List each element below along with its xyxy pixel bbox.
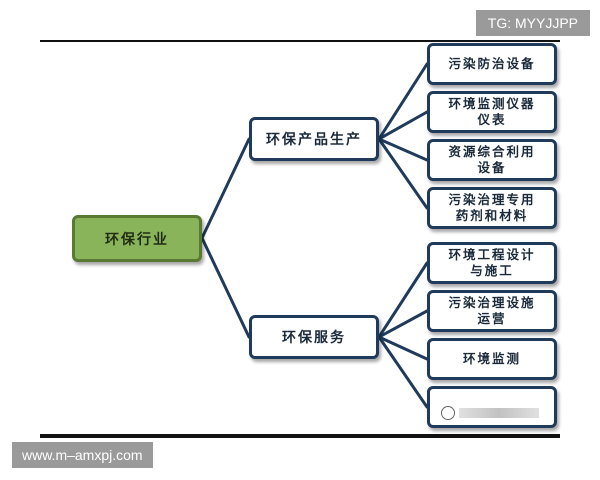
connector-branch-2-leaf-3 — [377, 335, 429, 361]
connector-branch-1-leaf-3 — [377, 137, 429, 162]
watermark-blur — [459, 408, 539, 418]
bottom-rule — [40, 434, 560, 438]
leaf-node-label: 环境工程设计 与施工 — [448, 247, 536, 278]
watermark-logo-icon — [441, 406, 455, 420]
connector-branch-2-leaf-4 — [377, 335, 429, 409]
connector-branch-2-leaf-1 — [377, 261, 429, 339]
leaf-node-label: 污染防治设备 — [448, 56, 536, 71]
leaf-node-treatment-agents-materials: 污染治理专用 药剂和材料 — [427, 187, 557, 229]
branch-node-label: 环保服务 — [282, 330, 346, 346]
leaf-node-monitoring-instruments: 环境监测仪器 仪表 — [427, 91, 557, 133]
branch-node-product-manufacturing: 环保产品生产 — [249, 117, 379, 161]
leaf-node-engineering-design-construction: 环境工程设计 与施工 — [427, 242, 557, 284]
connector-branch-2-leaf-2 — [377, 309, 429, 339]
leaf-node-label: 资源综合利用 设备 — [448, 144, 536, 175]
connector-branch-1-leaf-4 — [377, 137, 429, 210]
connector-branch-1-leaf-1 — [377, 62, 429, 141]
connector-root-branch-2 — [200, 236, 251, 339]
leaf-node-facility-operation: 污染治理设施 运营 — [427, 290, 557, 332]
root-node: 环保行业 — [72, 215, 202, 262]
connector-branch-1-leaf-2 — [377, 110, 429, 141]
leaf-node-pollution-control-equipment: 污染防治设备 — [427, 43, 557, 85]
leaf-node-label: 环境监测 — [462, 351, 521, 366]
top-rule — [40, 40, 560, 42]
leaf-node-resource-utilization-equipment: 资源综合利用 设备 — [427, 139, 557, 181]
branch-node-label: 环保产品生产 — [266, 132, 362, 148]
source-watermark — [441, 401, 549, 425]
root-node-label: 环保行业 — [105, 231, 169, 248]
leaf-node-label: 污染治理专用 药剂和材料 — [448, 192, 536, 223]
footer-url: www.m–amxpj.com — [12, 442, 153, 468]
watermark-tag: TG: MYYJJPP — [475, 10, 590, 36]
branch-node-services: 环保服务 — [249, 315, 379, 359]
leaf-node-label: 环境监测仪器 仪表 — [448, 96, 536, 127]
connector-root-branch-1 — [200, 137, 251, 240]
leaf-node-environmental-monitoring: 环境监测 — [427, 338, 557, 380]
leaf-node-label: 污染治理设施 运营 — [448, 295, 536, 326]
